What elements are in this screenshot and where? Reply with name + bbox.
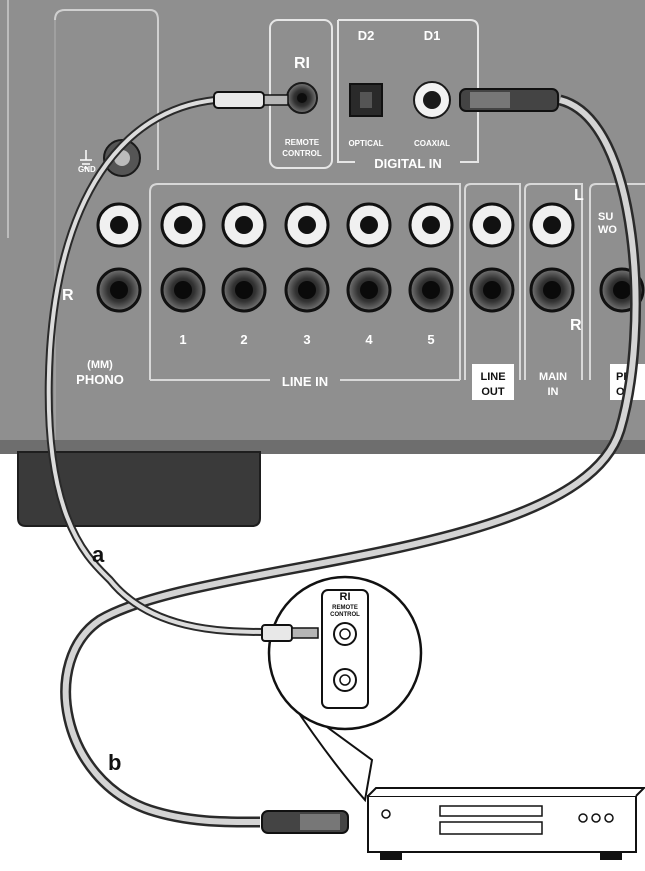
device-top xyxy=(367,787,645,797)
mini-plug-receiver xyxy=(213,91,265,109)
line-in-label-bg xyxy=(270,374,340,388)
coaxial-label: COAXIAL xyxy=(414,139,450,148)
device-foot-left xyxy=(380,852,402,860)
main-in-bracket xyxy=(524,183,583,380)
coaxial-port-center xyxy=(423,91,441,109)
rca-plug-receiver-grip xyxy=(470,92,510,108)
rca-jack-line5-r xyxy=(408,267,454,313)
line-in-bracket xyxy=(149,183,461,380)
device-button-1 xyxy=(578,813,588,823)
digital-in-label: DIGITAL IN xyxy=(374,156,441,171)
device-inset: RI REMOTE CONTROL xyxy=(261,575,423,803)
optical-port-shutter xyxy=(360,92,372,108)
ri-remote-label-2: CONTROL xyxy=(282,149,322,158)
main-in-r-marker: R xyxy=(570,317,582,334)
ri-jack-hole xyxy=(297,93,307,103)
inset-remote-label-1: REMOTE xyxy=(332,605,358,611)
device-body xyxy=(367,795,637,853)
phono-r-marker: R xyxy=(62,287,74,304)
main-in-label-2: IN xyxy=(548,386,559,398)
cable-a xyxy=(44,91,289,636)
rca-bottom-row xyxy=(96,267,645,313)
inset-remote-label-2: CONTROL xyxy=(330,612,360,618)
rca-jack-line3-r xyxy=(284,267,330,313)
device-foot-right xyxy=(600,852,622,860)
rca-jack-line4-l xyxy=(346,202,392,248)
line-in-number-2: 2 xyxy=(240,332,247,347)
line-out-label-2: OUT xyxy=(481,386,505,398)
inset-ri-logo: RI xyxy=(340,591,351,603)
main-in-label-1: MAIN xyxy=(539,371,567,383)
mini-plug-device-tip xyxy=(291,627,319,639)
ri-logo: RI xyxy=(294,55,310,72)
rca-jack-mainin-l xyxy=(529,202,575,248)
line-in-number-3: 3 xyxy=(303,332,310,347)
d2-label: D2 xyxy=(358,28,375,43)
panel-bottom-lip xyxy=(0,440,645,454)
line-in-label: LINE IN xyxy=(282,374,328,389)
rca-top-row xyxy=(96,202,575,248)
pre-out-bracket xyxy=(589,183,645,380)
line-out-bracket xyxy=(464,183,521,380)
device-button-3 xyxy=(604,813,614,823)
line-in-number-4: 4 xyxy=(365,332,373,347)
line-out-label-bg xyxy=(472,364,514,400)
gnd-bracket xyxy=(54,9,159,170)
phono-label-2: PHONO xyxy=(76,372,124,387)
rca-jack-line2-r xyxy=(221,267,267,313)
mini-plug-device xyxy=(261,624,293,642)
callout-b: b xyxy=(108,750,121,775)
rca-jack-mainin-r xyxy=(529,267,575,313)
rca-jack-line1-l xyxy=(160,202,206,248)
device-disc-tray xyxy=(439,805,543,817)
rca-plug-device-grip xyxy=(300,814,340,830)
d1-label: D1 xyxy=(424,28,441,43)
cable-b xyxy=(60,88,642,834)
digital-in-box-left xyxy=(337,20,355,163)
source-device xyxy=(367,787,645,860)
phono-label-1: (MM) xyxy=(87,359,113,371)
rca-jack-line3-l xyxy=(284,202,330,248)
ri-remote-label-1: REMOTE xyxy=(285,138,320,147)
subwoofer-label-2: WO xyxy=(598,224,617,236)
gnd-label: GND xyxy=(78,165,96,174)
subwoofer-label-1: SU xyxy=(598,211,613,223)
receiver-back-panel: RI REMOTE CONTROL D2 D1 OPTICAL COAXIAL … xyxy=(0,0,645,527)
rca-jack-phono-r xyxy=(96,267,142,313)
rca-jack-line1-r xyxy=(160,267,206,313)
rca-jack-line4-r xyxy=(346,267,392,313)
device-power-icon xyxy=(381,809,391,819)
ground-icon xyxy=(80,150,92,169)
inset-ri-jack-inner xyxy=(339,628,351,640)
callout-a: a xyxy=(92,542,105,567)
rca-jack-phono-l xyxy=(96,202,142,248)
main-in-l-marker: L xyxy=(574,187,584,204)
rca-jack-lineout-r xyxy=(469,267,515,313)
digital-in-box xyxy=(338,19,479,163)
rca-jack-line2-l xyxy=(221,202,267,248)
inset-second-jack-inner xyxy=(339,674,351,686)
device-display xyxy=(439,821,543,835)
line-in-number-1: 1 xyxy=(179,332,186,347)
rca-jack-lineout-l xyxy=(469,202,515,248)
mini-plug-receiver-tip xyxy=(263,94,289,106)
receiver-foot xyxy=(17,451,261,527)
ri-box xyxy=(269,19,333,169)
optical-label: OPTICAL xyxy=(348,139,383,148)
line-in-number-5: 5 xyxy=(427,332,434,347)
rca-jack-line5-l xyxy=(408,202,454,248)
device-button-2 xyxy=(591,813,601,823)
line-out-label-1: LINE xyxy=(480,371,505,383)
